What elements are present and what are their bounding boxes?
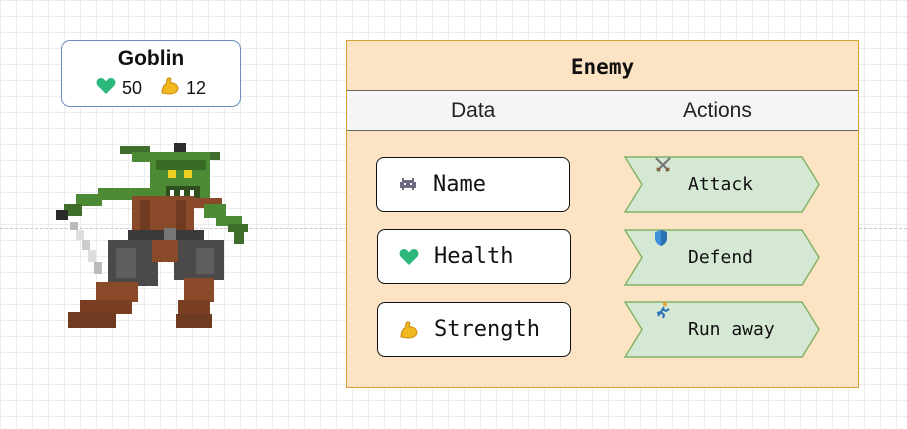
field-name-label: Name: [433, 172, 486, 197]
enemy-box[interactable]: Enemy Data Actions Name Health Strength …: [346, 40, 859, 388]
field-name[interactable]: Name: [376, 157, 570, 212]
field-strength-label: Strength: [434, 317, 540, 342]
action-run-away-label: Run away: [688, 319, 775, 340]
data-column-header: Data: [451, 98, 496, 122]
flexed-biceps-icon: [398, 320, 420, 340]
action-attack[interactable]: Attack: [624, 156, 820, 213]
actions-column-header: Actions: [683, 98, 752, 122]
action-defend-label: Defend: [688, 247, 754, 268]
character-stats: 50 12: [62, 76, 240, 101]
character-name: Goblin: [117, 47, 185, 70]
action-run-away[interactable]: Run away: [624, 301, 820, 358]
field-health-label: Health: [434, 244, 514, 269]
strength-value: 12: [186, 78, 207, 98]
heart-icon: [398, 248, 420, 266]
health-value: 50: [121, 78, 142, 98]
field-strength[interactable]: Strength: [377, 302, 571, 357]
heart-icon: [96, 77, 116, 100]
field-health[interactable]: Health: [377, 229, 571, 284]
goblin-sprite: [56, 143, 248, 328]
enemy-title: Enemy: [570, 55, 635, 79]
goblin-stat-card[interactable]: Goblin 50 12: [61, 40, 241, 107]
flexed-biceps-icon: [160, 76, 180, 101]
action-defend[interactable]: Defend: [624, 229, 820, 286]
alien-monster-icon: [397, 176, 419, 194]
enemy-header: Data Actions: [347, 90, 858, 131]
action-attack-label: Attack: [688, 174, 754, 195]
